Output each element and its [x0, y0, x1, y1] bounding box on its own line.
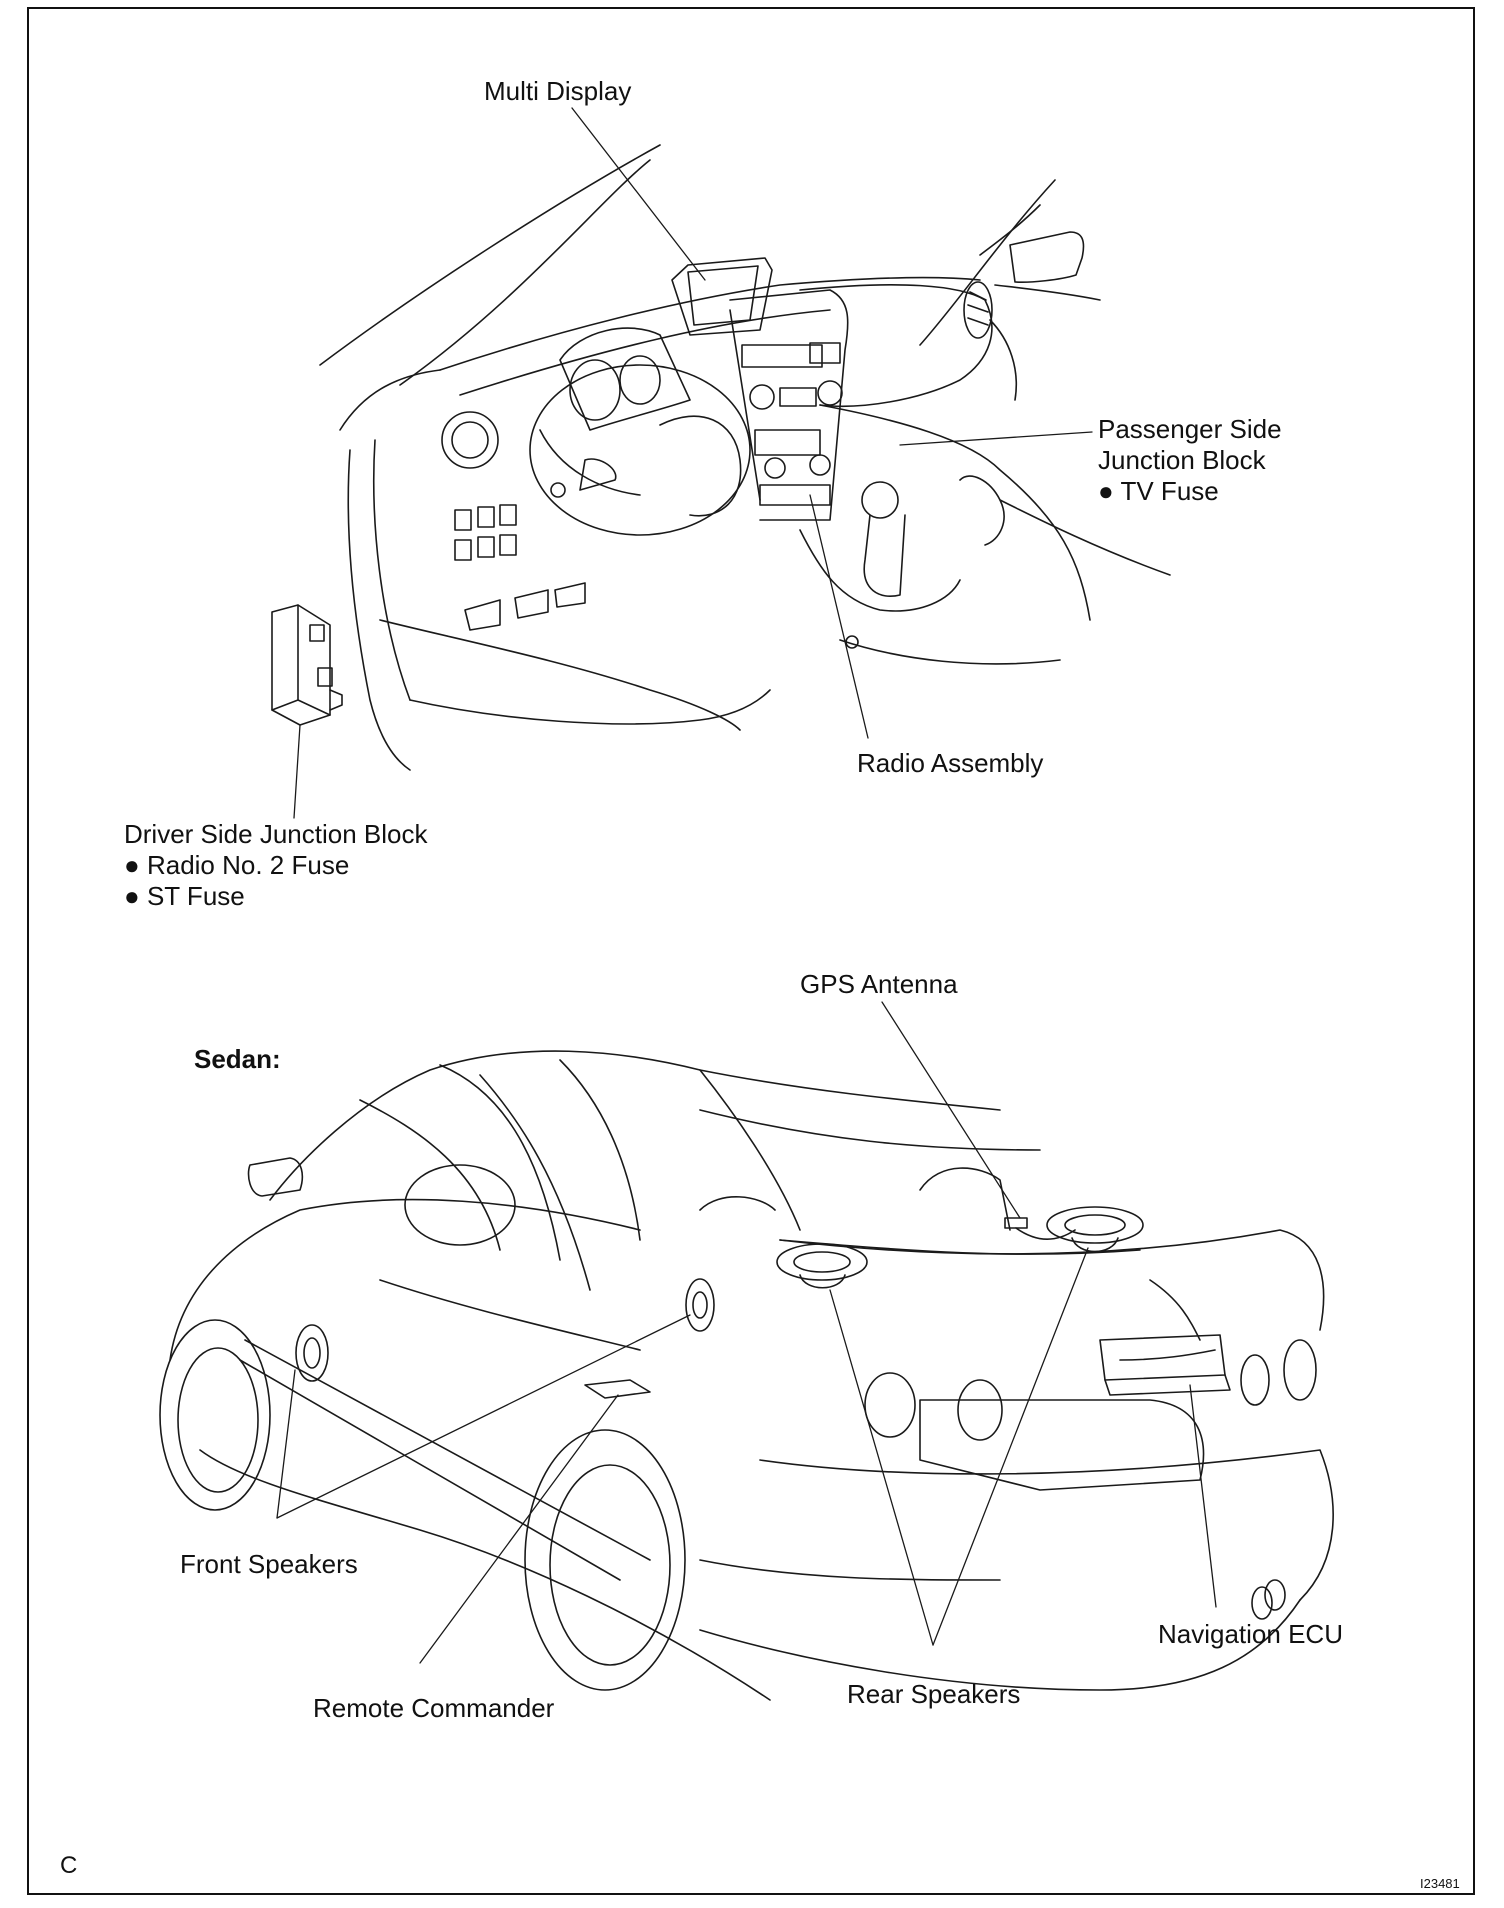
- label-multi-display: Multi Display: [484, 76, 632, 106]
- label-driver-radio-fuse: ● Radio No. 2 Fuse: [124, 850, 349, 881]
- label-driver-junction-block: Driver Side Junction Block: [124, 819, 428, 849]
- bullet-icon: ●: [124, 881, 140, 911]
- bullet-icon: ●: [1098, 476, 1114, 506]
- label-remote-commander: Remote Commander: [313, 1693, 555, 1723]
- label-front-speakers: Front Speakers: [180, 1549, 358, 1579]
- label-driver-st-fuse: ● ST Fuse: [124, 881, 245, 912]
- label-passenger-junction-block-line1: Passenger Side: [1098, 414, 1282, 444]
- label-rear-speakers: Rear Speakers: [847, 1679, 1021, 1709]
- dashboard-illustration: [271, 144, 1171, 771]
- label-gps-antenna: GPS Antenna: [800, 969, 958, 999]
- sedan-illustration: [159, 1050, 1334, 1701]
- label-passenger-junction-block-line2: Junction Block: [1098, 445, 1266, 475]
- label-sedan: Sedan:: [194, 1044, 281, 1074]
- diagram-frame: [27, 7, 1475, 1895]
- label-passenger-tv-fuse: ● TV Fuse: [1098, 476, 1219, 507]
- radio-fuse-text: Radio No. 2 Fuse: [146, 850, 350, 880]
- tv-fuse-text: TV Fuse: [1120, 476, 1219, 506]
- label-navigation-ecu: Navigation ECU: [1158, 1619, 1343, 1649]
- st-fuse-text: ST Fuse: [146, 881, 245, 911]
- corner-letter: C: [60, 1852, 78, 1879]
- figure-id: I23481: [1420, 1876, 1460, 1891]
- bullet-icon: ●: [124, 850, 140, 880]
- label-radio-assembly: Radio Assembly: [857, 748, 1044, 778]
